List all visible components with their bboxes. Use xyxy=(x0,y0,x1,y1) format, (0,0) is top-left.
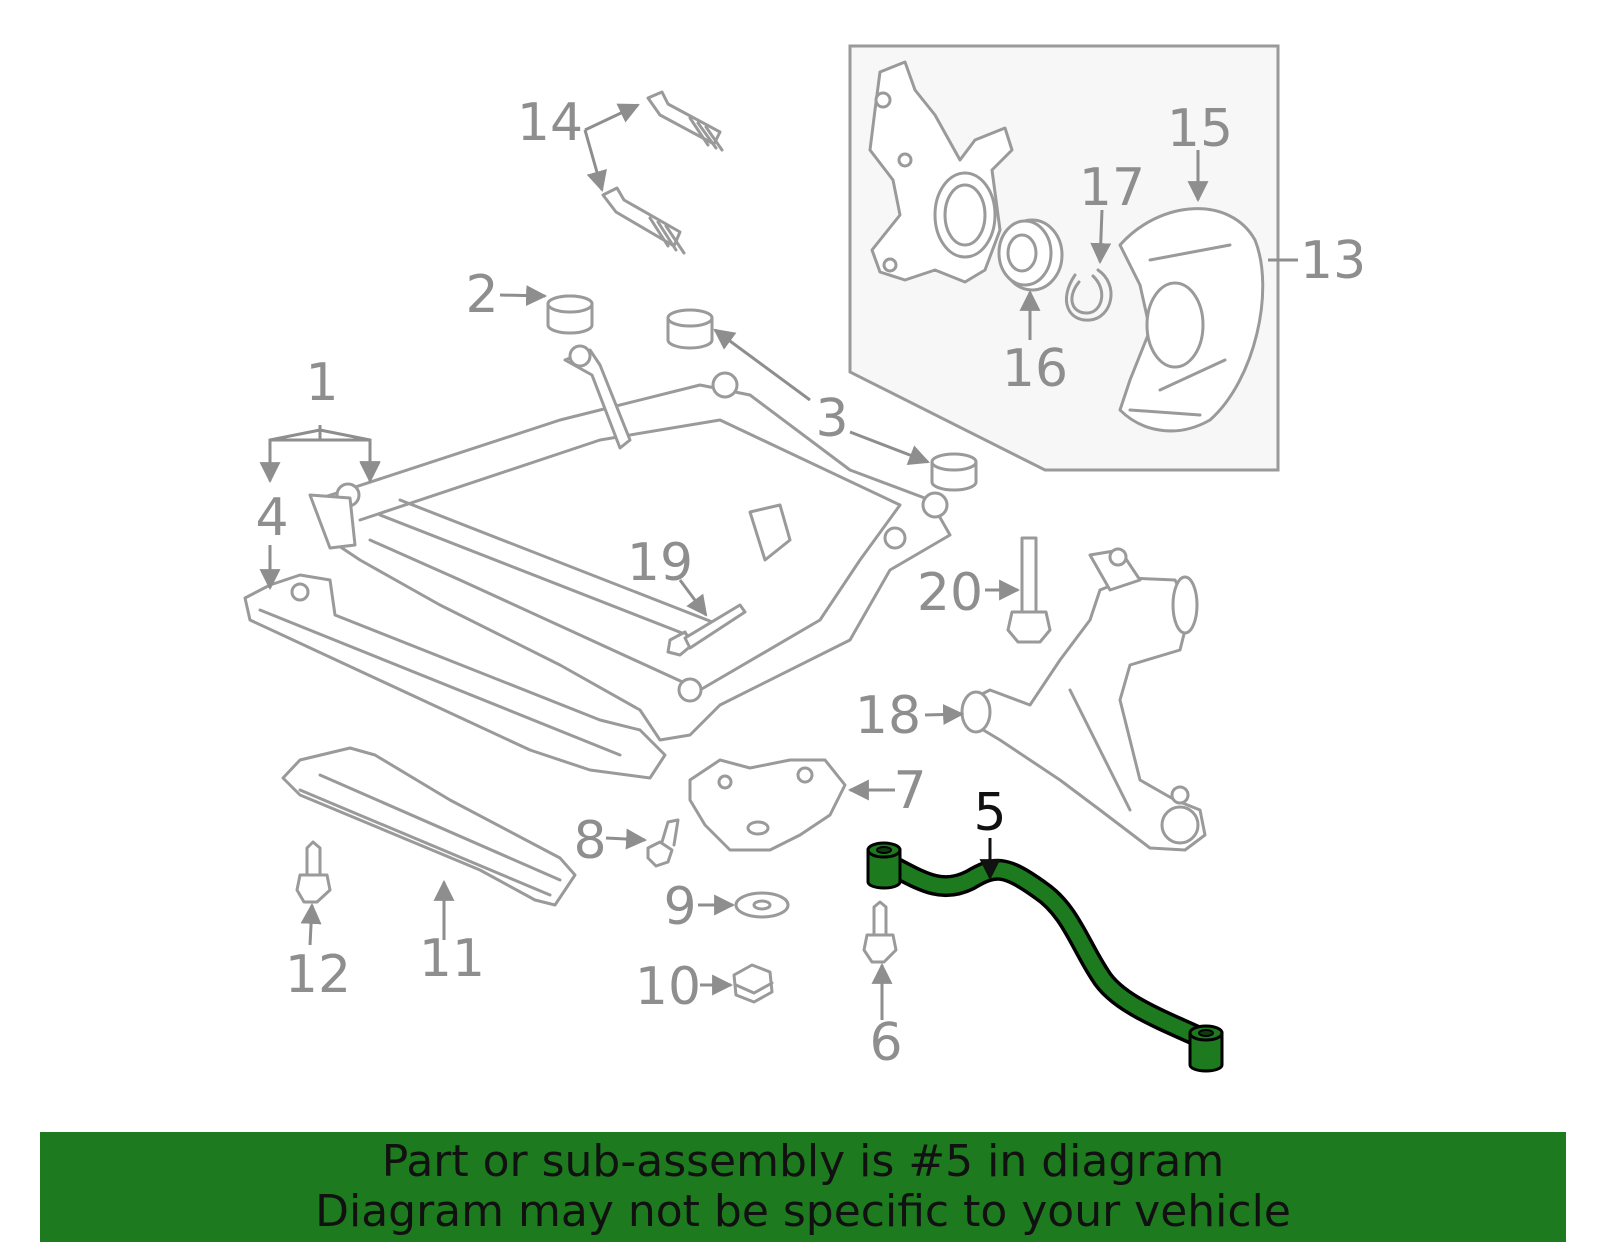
tension-rod-part-5 xyxy=(866,841,1224,1073)
bushing-3-upper-part xyxy=(666,308,714,350)
bolt-12-part xyxy=(295,840,332,904)
callout-3: 3 xyxy=(815,389,848,449)
wheel-bearing-part xyxy=(997,218,1064,292)
bolt-8-part xyxy=(646,818,680,868)
callout-6: 6 xyxy=(869,1013,902,1073)
part-info-banner: Part or sub-assembly is #5 in diagram Di… xyxy=(40,1132,1566,1242)
under-cover-part xyxy=(281,746,577,907)
bolt-19-part xyxy=(666,603,747,657)
callout-20: 20 xyxy=(917,563,983,623)
callout-8: 8 xyxy=(573,811,606,871)
callout-14: 14 xyxy=(517,93,583,153)
callout-17: 17 xyxy=(1079,158,1145,218)
front-beam-part xyxy=(243,573,667,780)
callout-7: 7 xyxy=(893,761,926,821)
callout-13: 13 xyxy=(1300,231,1366,291)
lower-control-arm-part xyxy=(960,547,1207,852)
callout-4: 4 xyxy=(255,488,288,548)
callout-15: 15 xyxy=(1167,99,1233,159)
bushing-3-lower-part xyxy=(930,452,978,492)
leader-lines xyxy=(259,103,1209,1020)
steering-knuckle-part xyxy=(868,60,1014,284)
callout-1: 1 xyxy=(305,353,338,413)
nut-10-part xyxy=(732,963,774,1004)
washer-9-part xyxy=(734,891,790,919)
bushing-2-part xyxy=(546,294,594,335)
bolt-6-part xyxy=(862,900,898,964)
banner-line-1: Part or sub-assembly is #5 in diagram xyxy=(381,1136,1225,1187)
callout-5: 5 xyxy=(973,783,1006,843)
banner-line-2: Diagram may not be specific to your vehi… xyxy=(315,1186,1291,1237)
callout-11: 11 xyxy=(419,929,485,989)
bolt-14-parts xyxy=(601,90,724,255)
mount-bracket-part xyxy=(688,758,847,852)
callout-9: 9 xyxy=(663,877,696,937)
callout-2: 2 xyxy=(465,265,498,325)
callout-18: 18 xyxy=(855,686,921,746)
bolt-20-part xyxy=(1006,536,1052,644)
callout-12: 12 xyxy=(285,945,351,1005)
callout-10: 10 xyxy=(635,957,701,1017)
callout-16: 16 xyxy=(1002,339,1068,399)
dust-shield-part xyxy=(1118,207,1265,433)
callout-19: 19 xyxy=(627,533,693,593)
snap-ring-part xyxy=(1064,268,1113,322)
